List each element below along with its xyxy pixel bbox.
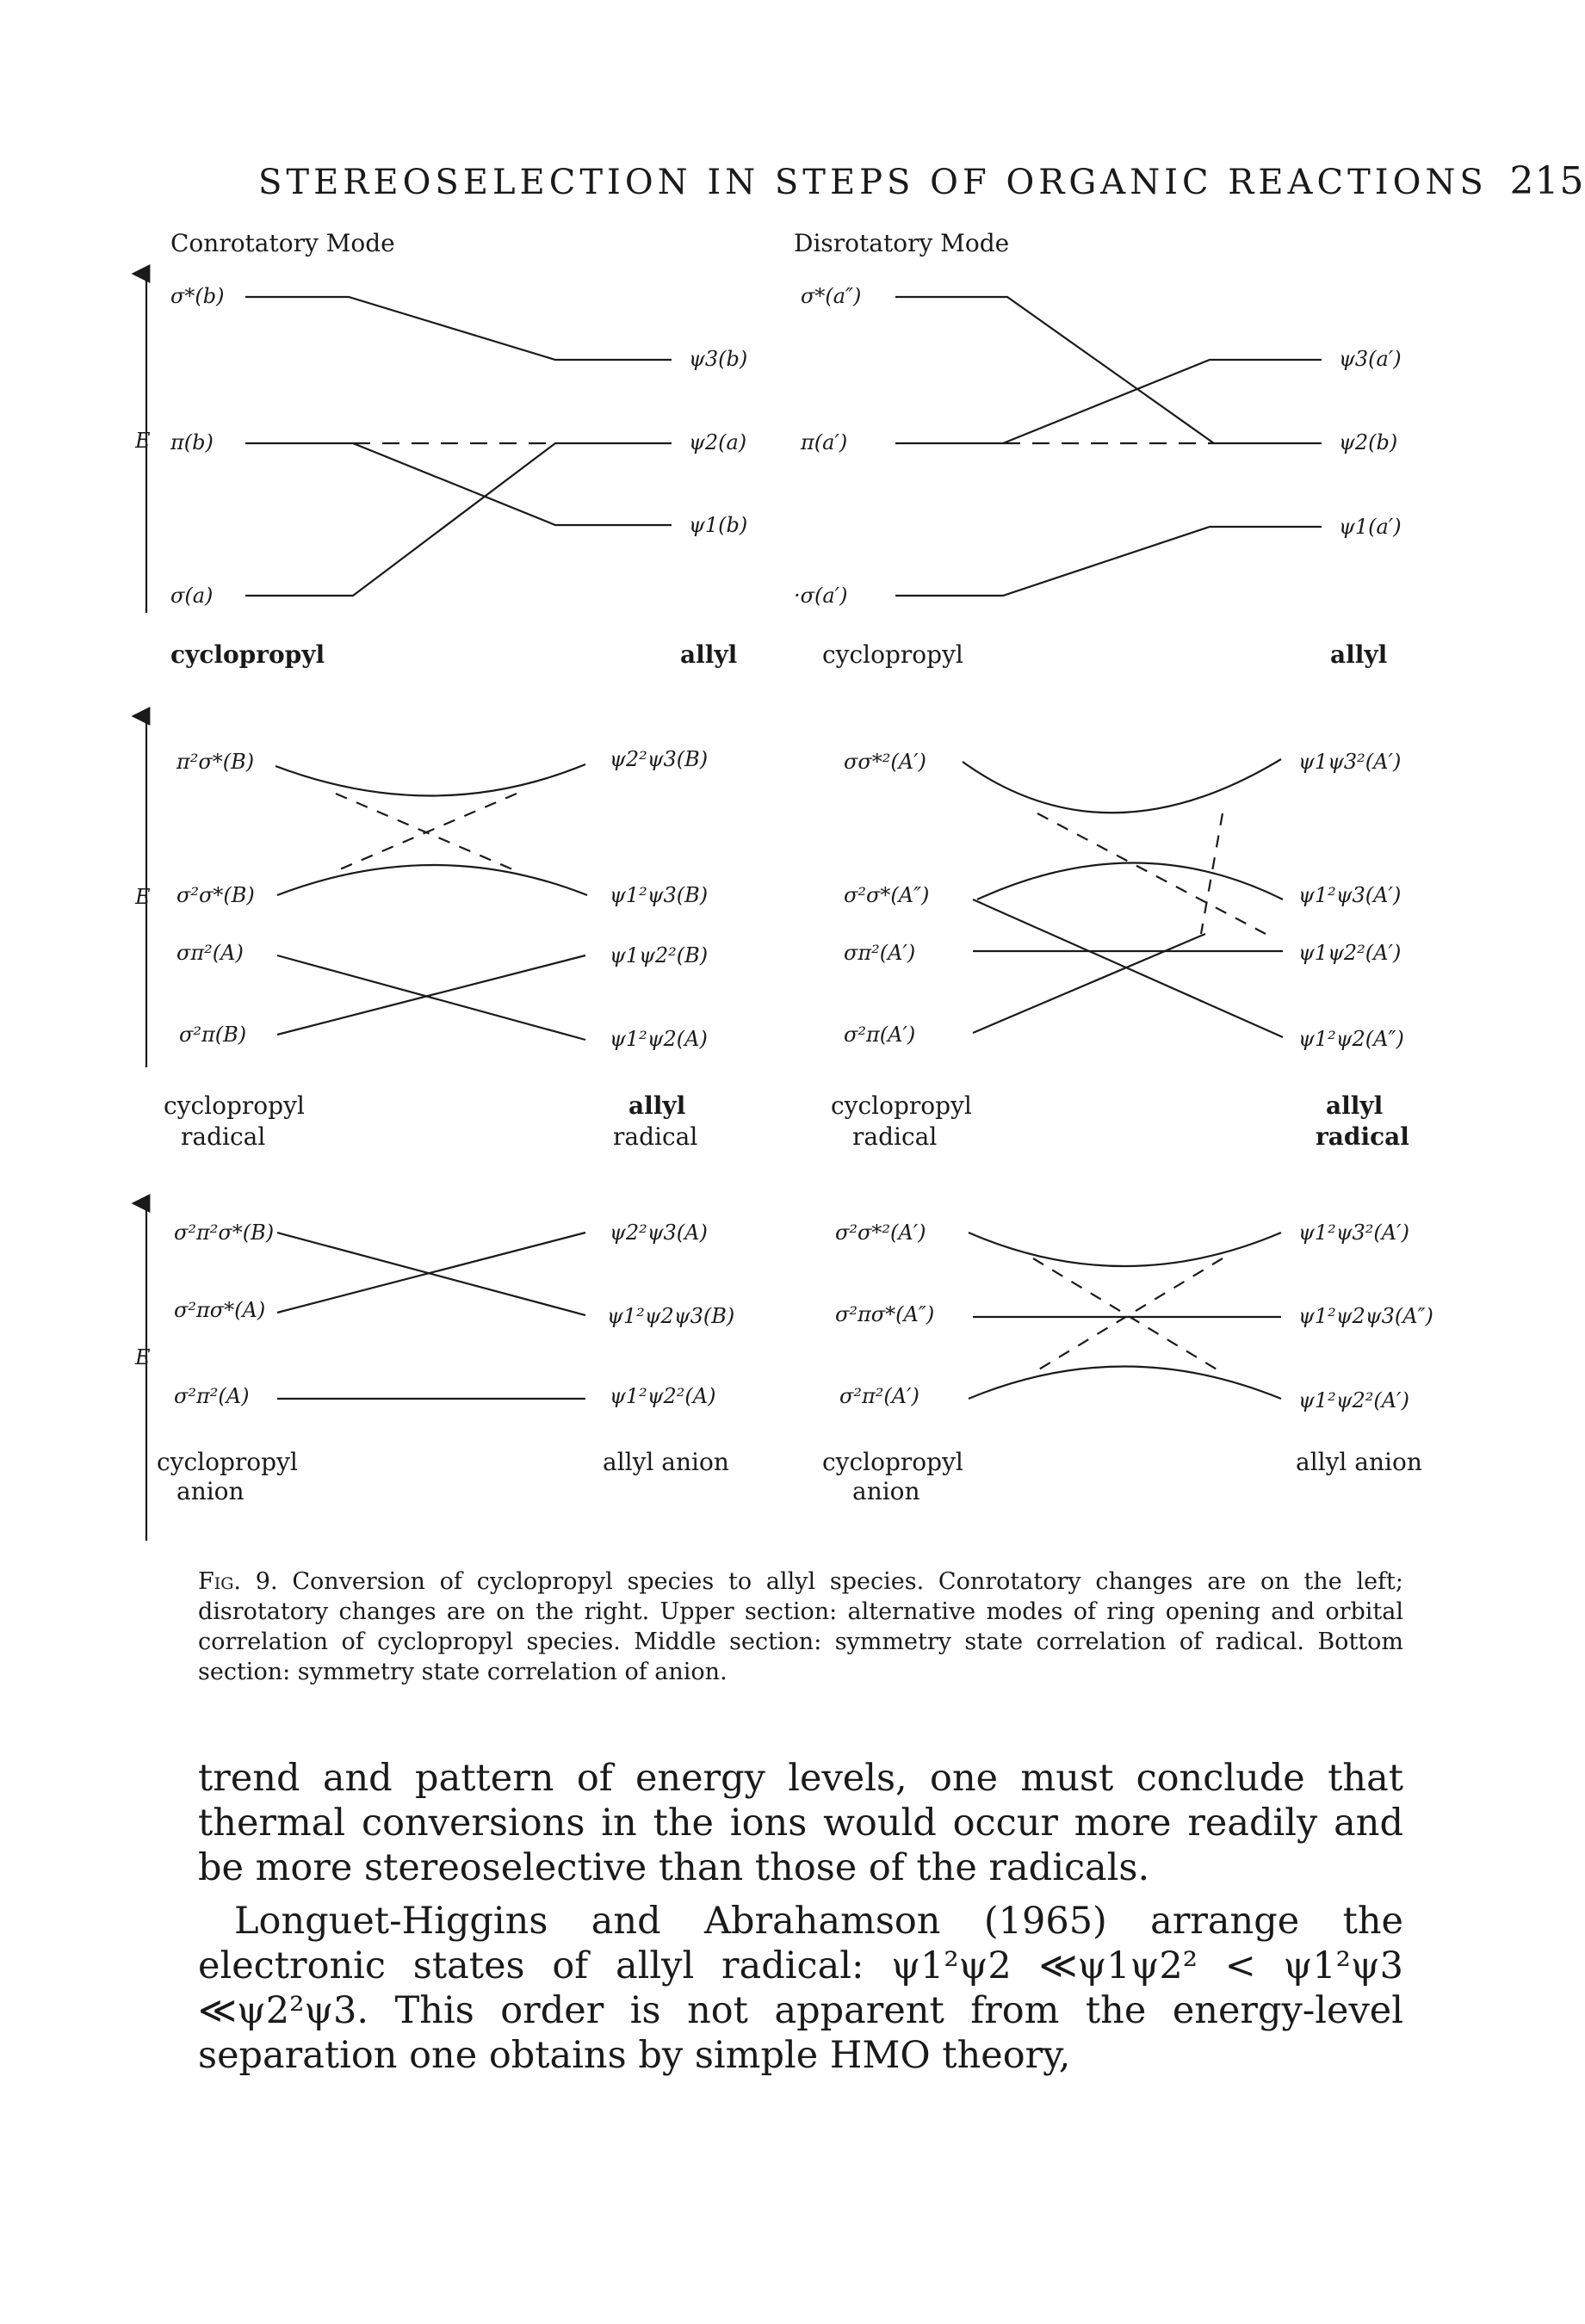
- state-label: σ²σ*²(A′): [835, 1221, 926, 1245]
- state-label: σ²σ*(B): [176, 883, 255, 907]
- state-label: ψ1²ψ2(A): [610, 1027, 708, 1051]
- footer-label: cyclopropyl: [170, 640, 325, 669]
- state-label: ψ1²ψ2²(A): [610, 1384, 715, 1408]
- state-label: σ²πσ*(A): [174, 1298, 265, 1322]
- state-label: σ²πσ*(A″): [835, 1302, 934, 1326]
- level-label: σ(a): [170, 584, 213, 608]
- footer-label: cyclopropyl: [822, 640, 963, 669]
- avoided-crossing-curve: [275, 763, 586, 797]
- state-label: σπ²(A): [176, 941, 244, 965]
- state-label: π²σ*(B): [176, 750, 254, 774]
- correlation-line: [895, 358, 1322, 445]
- footer-label: allyl: [680, 640, 737, 669]
- avoided-crossing-curve: [276, 863, 588, 897]
- footer-label: cyclopropyl: [831, 1091, 972, 1120]
- avoided-crossing-curve: [962, 758, 1282, 814]
- paragraph: trend and pattern of energy levels, one …: [198, 1757, 1403, 1889]
- diabatic-dashed-line: [1032, 1258, 1223, 1374]
- footer-label: cyclopropyl: [822, 1448, 963, 1476]
- footer-label: allyl anion: [1296, 1448, 1422, 1476]
- level-label: ψ3(a′): [1339, 347, 1402, 371]
- level-label: σ*(b): [170, 284, 224, 308]
- running-head: STEREOSELECTION IN STEPS OF ORGANIC REAC…: [258, 159, 1584, 203]
- correlation-line: [245, 442, 672, 597]
- level-label: ψ1(b): [689, 513, 747, 537]
- correlation-line: [245, 442, 672, 527]
- avoided-crossing-curve: [976, 862, 1284, 900]
- paragraph: Longuet-Higgins and Abrahamson (1965) ar…: [198, 1900, 1403, 2077]
- state-label: ψ1²ψ2ψ3(A″): [1298, 1304, 1433, 1328]
- figure-9: Conrotatory Mode Disrotatory Mode E σ*(b…: [131, 229, 1433, 1541]
- energy-axis-label-middle: E: [134, 885, 151, 909]
- running-title: STEREOSELECTION IN STEPS OF ORGANIC REAC…: [258, 163, 1488, 202]
- footer-label: cyclopropyl: [164, 1091, 305, 1120]
- level-label: π(b): [170, 430, 214, 454]
- level-label: σ*(a″): [801, 284, 861, 308]
- figure-caption: Fig. 9. Conversion of cyclopropyl specie…: [198, 1567, 1403, 1687]
- level-label: ψ2(a): [689, 430, 746, 454]
- correlation-line: [276, 954, 586, 1036]
- state-label: ψ1ψ3²(A′): [1298, 750, 1401, 774]
- state-label: σ²π(A′): [844, 1023, 915, 1047]
- diabatic-dashed-line: [1032, 1258, 1223, 1374]
- caption-text: Conversion of cyclopropyl species to all…: [198, 1568, 1403, 1685]
- correlation-line: [245, 295, 672, 362]
- footer-label: anion: [852, 1477, 920, 1505]
- level-label: π(a′): [800, 430, 847, 454]
- energy-axis-label-upper: E: [134, 429, 151, 453]
- correlation-line: [276, 1231, 586, 1314]
- level-label: ·σ(a′): [794, 584, 848, 608]
- energy-axis-label-bottom: E: [134, 1345, 151, 1369]
- state-label: ψ2²ψ3(A): [610, 1221, 708, 1245]
- footer-label: radical: [613, 1122, 697, 1151]
- footer-label: allyl: [628, 1091, 685, 1120]
- state-label: σ²σ*(A″): [844, 883, 929, 907]
- state-label: σπ²(A′): [844, 941, 915, 965]
- footer-label: radical: [181, 1122, 265, 1151]
- correlation-line: [895, 525, 1322, 597]
- state-label: ψ1²ψ3(B): [610, 883, 708, 907]
- footer-label: allyl anion: [603, 1448, 729, 1476]
- state-label: σ²π²σ*(B): [174, 1221, 274, 1245]
- correlation-line: [972, 898, 1284, 1039]
- diabatic-dashed-line: [335, 792, 517, 873]
- level-label: ψ3(b): [689, 347, 747, 371]
- level-label: ψ2(b): [1339, 430, 1397, 454]
- state-label: σ²π(B): [179, 1023, 246, 1047]
- footer-label: radical: [852, 1122, 937, 1151]
- footer-label: anion: [176, 1477, 245, 1505]
- state-label: ψ1ψ2²(A′): [1298, 941, 1401, 965]
- level-label: ψ1(a′): [1339, 515, 1402, 539]
- body-text: trend and pattern of energy levels, one …: [198, 1756, 1403, 2078]
- state-label: ψ1²ψ2(A″): [1298, 1027, 1404, 1051]
- state-label: ψ1²ψ2ψ3(B): [607, 1304, 734, 1328]
- left-mode-title: Conrotatory Mode: [170, 229, 395, 257]
- page-number: 215: [1509, 159, 1585, 203]
- correlation-line: [276, 954, 586, 1041]
- caption-label: Fig. 9.: [198, 1568, 278, 1595]
- footer-label: cyclopropyl: [157, 1448, 298, 1476]
- avoided-crossing-curve: [968, 1365, 1282, 1400]
- footer-label: allyl: [1326, 1091, 1383, 1120]
- footer-label: radical: [1316, 1122, 1409, 1151]
- footer-label: allyl: [1330, 640, 1387, 669]
- state-label: ψ1ψ2²(B): [610, 943, 708, 967]
- state-label: ψ2²ψ3(B): [610, 747, 708, 771]
- state-label: σ²π²(A): [174, 1384, 249, 1408]
- state-label: ψ1²ψ3(A′): [1298, 883, 1401, 907]
- state-label: σ²π²(A′): [839, 1384, 919, 1408]
- avoided-crossing-curve: [968, 1231, 1282, 1268]
- correlation-line: [972, 932, 1206, 1035]
- state-label: ψ1²ψ3²(A′): [1298, 1221, 1409, 1245]
- right-mode-title: Disrotatory Mode: [794, 229, 1009, 257]
- correlation-line: [276, 1231, 586, 1317]
- diabatic-dashed-line: [1037, 813, 1266, 935]
- state-label: σσ*²(A′): [844, 750, 926, 774]
- correlation-line: [895, 295, 1322, 445]
- state-label: ψ1²ψ2²(A′): [1298, 1388, 1409, 1412]
